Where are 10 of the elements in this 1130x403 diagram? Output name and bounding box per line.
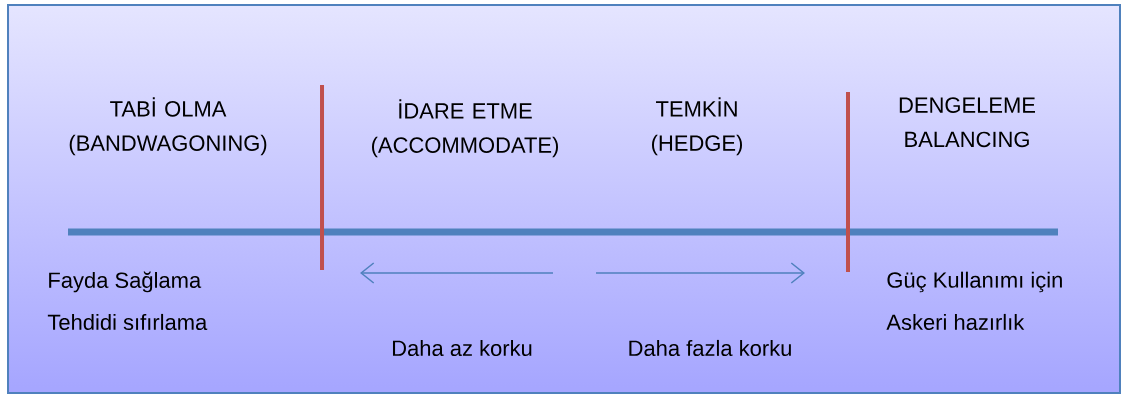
note-text: Fayda Sağlama xyxy=(49,271,202,293)
note-text: Tehdidi sıfırlama xyxy=(47,313,208,331)
arrow-caption: Daha fazla korku xyxy=(629,339,791,357)
note-text: Güç Kullanımı için xyxy=(887,271,1062,293)
heading: DENGELEME BALANCING xyxy=(899,97,1035,148)
heading: İDARE ETME (ACCOMMODATE) xyxy=(372,99,558,158)
heading: TEMKİN (HEDGE) xyxy=(652,97,742,156)
note-text: Askeri hazırlık xyxy=(886,313,1025,331)
arrow-caption: Daha az korku xyxy=(393,339,532,357)
heading: TABİ OLMA (BANDWAGONING) xyxy=(69,97,267,156)
